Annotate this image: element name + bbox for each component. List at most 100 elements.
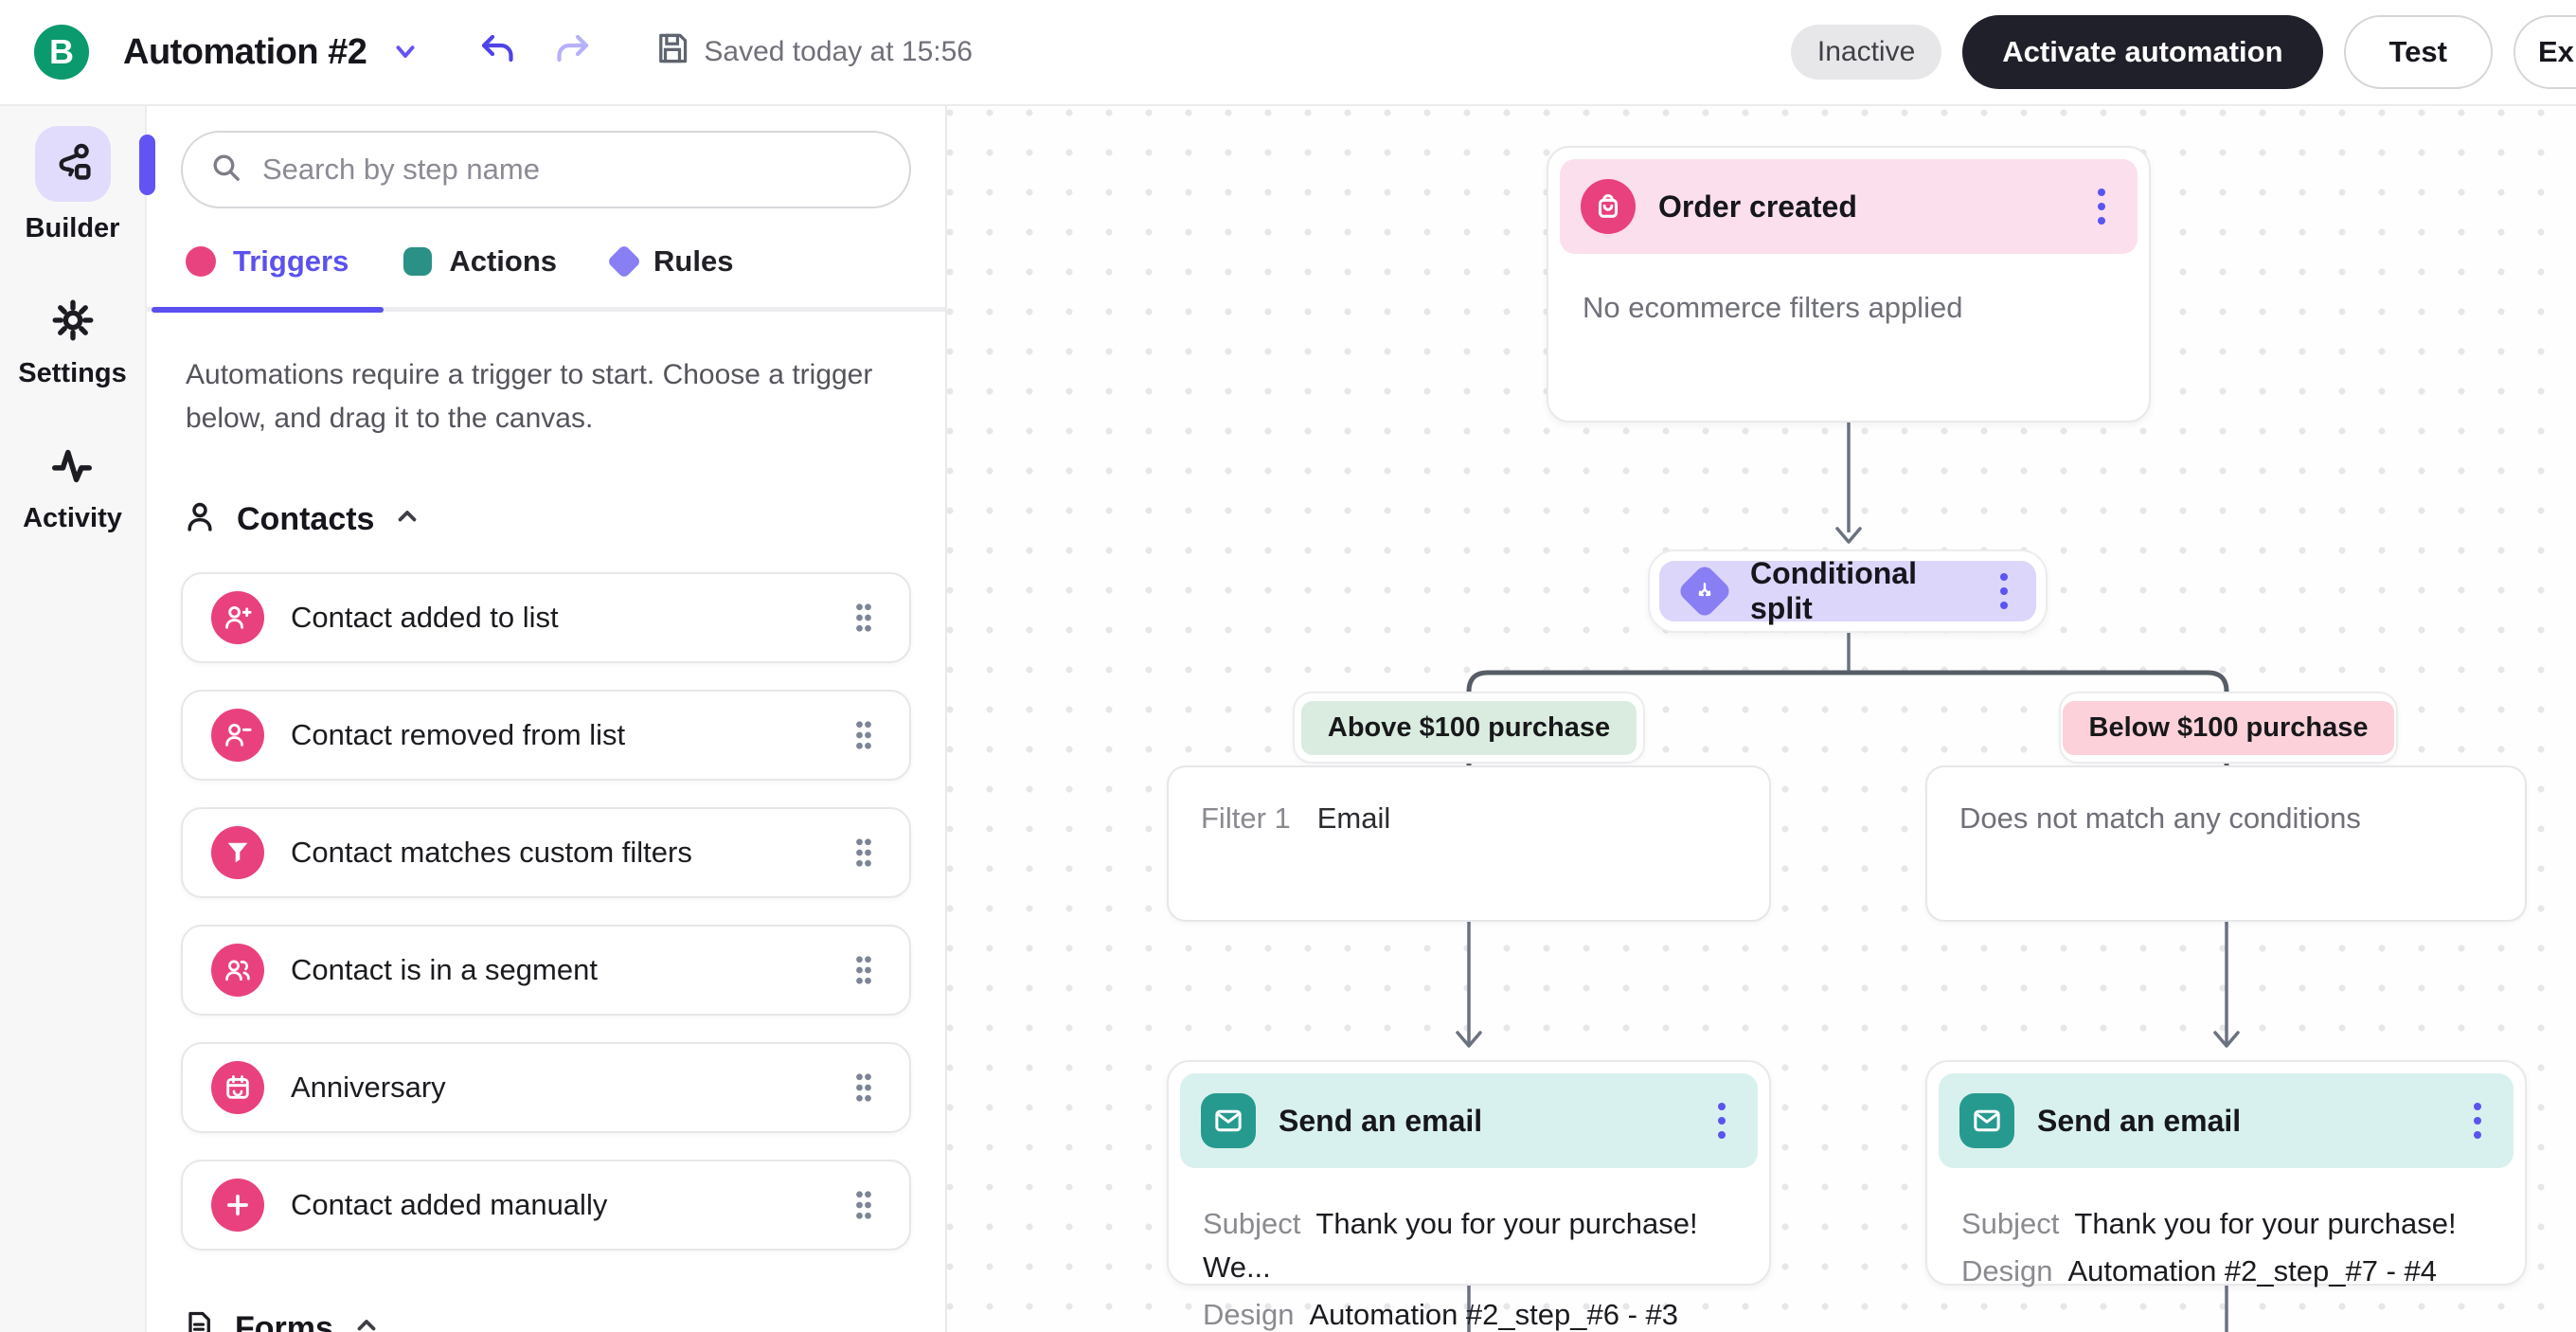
redo-button[interactable] <box>552 32 592 73</box>
person-minus-icon <box>211 709 264 762</box>
trigger-card-label: Anniversary <box>291 1071 446 1104</box>
branch-label-below-100[interactable]: Below $100 purchase <box>2059 692 2398 764</box>
chevron-up-icon <box>352 1312 381 1332</box>
node-conditional-split[interactable]: Conditional split <box>1648 549 2048 633</box>
trigger-card-contact-removed-from-list[interactable]: Contact removed from list <box>181 690 911 781</box>
no-conditions-text: Does not match any conditions <box>1959 801 2361 835</box>
kebab-menu-icon[interactable] <box>1710 1095 1733 1146</box>
top-bar: B Automation #2 Saved today at 15:56 Ina… <box>0 0 2576 106</box>
activate-automation-button[interactable]: Activate automation <box>1962 15 2323 89</box>
save-status-text: Saved today at 15:56 <box>704 36 973 67</box>
node-title: Conditional split <box>1750 556 1917 625</box>
drag-handle-icon[interactable] <box>847 1065 881 1110</box>
drag-handle-icon[interactable] <box>847 947 881 993</box>
branch-pill-text: Above $100 purchase <box>1300 700 1637 755</box>
trigger-card-label: Contact removed from list <box>291 718 626 751</box>
trigger-card-anniversary[interactable]: Anniversary <box>181 1042 911 1133</box>
split-arrows-icon <box>1676 563 1733 620</box>
drag-handle-icon[interactable] <box>847 712 881 758</box>
brevo-logo[interactable]: B <box>34 25 89 80</box>
subject-label: Subject <box>1961 1207 2060 1240</box>
flow-canvas[interactable]: Order created No ecommerce filters appli… <box>947 106 2576 1332</box>
calendar-icon <box>211 1061 264 1114</box>
node-title: Order created <box>1658 189 1857 224</box>
branch-pill-text: Below $100 purchase <box>2062 700 2395 755</box>
node-title: Send an email <box>2037 1103 2242 1138</box>
actions-square-icon <box>403 247 433 276</box>
tab-actions-label: Actions <box>449 244 558 278</box>
rail-item-settings[interactable]: Settings <box>18 297 127 389</box>
contacts-section-header[interactable]: Contacts <box>147 441 945 540</box>
document-icon <box>182 1309 216 1332</box>
exit-button-partial[interactable]: Exit <box>2513 15 2576 89</box>
tab-triggers[interactable]: Triggers <box>186 244 349 279</box>
chevron-down-icon <box>391 37 420 68</box>
filter-number-label: Filter 1 <box>1201 801 1291 835</box>
status-badge: Inactive <box>1790 25 1942 80</box>
brevo-logo-letter: B <box>49 32 74 71</box>
email-design-row: Design Automation #2_step_#7 - #4 <box>1961 1250 2491 1293</box>
branch-label-above-100[interactable]: Above $100 purchase <box>1293 692 1645 764</box>
envelope-icon <box>1201 1093 1256 1148</box>
trigger-card-contact-added-to-list[interactable]: Contact added to list <box>181 572 911 663</box>
tabs-divider <box>147 307 945 313</box>
builder-active-indicator <box>139 135 155 195</box>
tab-triggers-label: Triggers <box>233 244 349 278</box>
main-area: Builder Settings Activity <box>0 106 2576 1332</box>
trigger-card-contact-added-manually[interactable]: Contact added manually <box>181 1160 911 1251</box>
save-status: Saved today at 15:56 <box>654 30 973 74</box>
design-value: Automation #2_step_#6 - #3 <box>1309 1298 1679 1331</box>
tab-actions[interactable]: Actions <box>403 244 557 279</box>
branch-conditions-card-right[interactable]: Does not match any conditions <box>1925 765 2527 922</box>
forms-section-header[interactable]: Forms <box>147 1251 945 1332</box>
rail-label-builder: Builder <box>25 213 120 243</box>
subject-value: Thank you for your purchase! <box>2074 1207 2457 1240</box>
node-order-created[interactable]: Order created No ecommerce filters appli… <box>1547 146 2151 423</box>
design-value: Automation #2_step_#7 - #4 <box>2067 1254 2438 1287</box>
split-diamond-wrap <box>1676 563 1733 620</box>
kebab-menu-icon[interactable] <box>2090 181 2113 232</box>
shopping-bag-icon <box>1581 179 1636 234</box>
chevron-up-icon <box>393 503 421 536</box>
gear-icon <box>51 298 95 347</box>
undo-button[interactable] <box>478 32 518 73</box>
steps-panel: Triggers Actions Rules Automations requi… <box>147 106 947 1332</box>
trigger-card-label: Contact added manually <box>291 1188 608 1221</box>
rail-item-builder[interactable]: Builder <box>25 126 120 244</box>
trigger-card-contact-matches-custom-filters[interactable]: Contact matches custom filters <box>181 807 911 898</box>
design-label: Design <box>1203 1298 1295 1331</box>
subject-value: Thank you for your purchase! We... <box>1203 1207 1698 1284</box>
activity-pulse-icon <box>50 443 94 492</box>
conditional-split-pill: Conditional split <box>1659 556 2036 625</box>
tab-rules[interactable]: Rules <box>606 243 734 279</box>
funnel-icon <box>211 826 264 879</box>
drag-handle-icon[interactable] <box>847 830 881 875</box>
trigger-card-label: Contact is in a segment <box>291 953 598 986</box>
person-icon <box>182 499 218 540</box>
search-input[interactable] <box>262 153 883 187</box>
title-menu-button[interactable] <box>391 37 420 68</box>
tab-rules-label: Rules <box>653 244 734 278</box>
trigger-card-contact-is-in-a-segment[interactable]: Contact is in a segment <box>181 925 911 1016</box>
drag-handle-icon[interactable] <box>847 595 881 640</box>
active-tab-underline <box>152 307 384 313</box>
triggers-description: Automations require a trigger to start. … <box>186 359 873 434</box>
email-subject-row: Subject Thank you for your purchase! <box>1961 1202 2491 1246</box>
trigger-card-list: Contact added to list Contact removed fr… <box>147 540 945 1251</box>
left-rail: Builder Settings Activity <box>0 106 147 1332</box>
design-label: Design <box>1961 1254 2053 1287</box>
node-send-email-right[interactable]: Send an email Subject Thank you for your … <box>1925 1060 2527 1287</box>
search-icon <box>209 151 243 189</box>
rail-item-activity[interactable]: Activity <box>23 442 122 534</box>
flow-connector-lines <box>1456 423 2240 1332</box>
drag-handle-icon[interactable] <box>847 1182 881 1228</box>
kebab-menu-icon[interactable] <box>2466 1095 2489 1146</box>
trigger-card-label: Contact added to list <box>291 601 559 634</box>
test-button[interactable]: Test <box>2343 15 2493 89</box>
kebab-menu-icon[interactable] <box>1993 566 2015 617</box>
step-tabs: Triggers Actions Rules <box>147 208 945 279</box>
